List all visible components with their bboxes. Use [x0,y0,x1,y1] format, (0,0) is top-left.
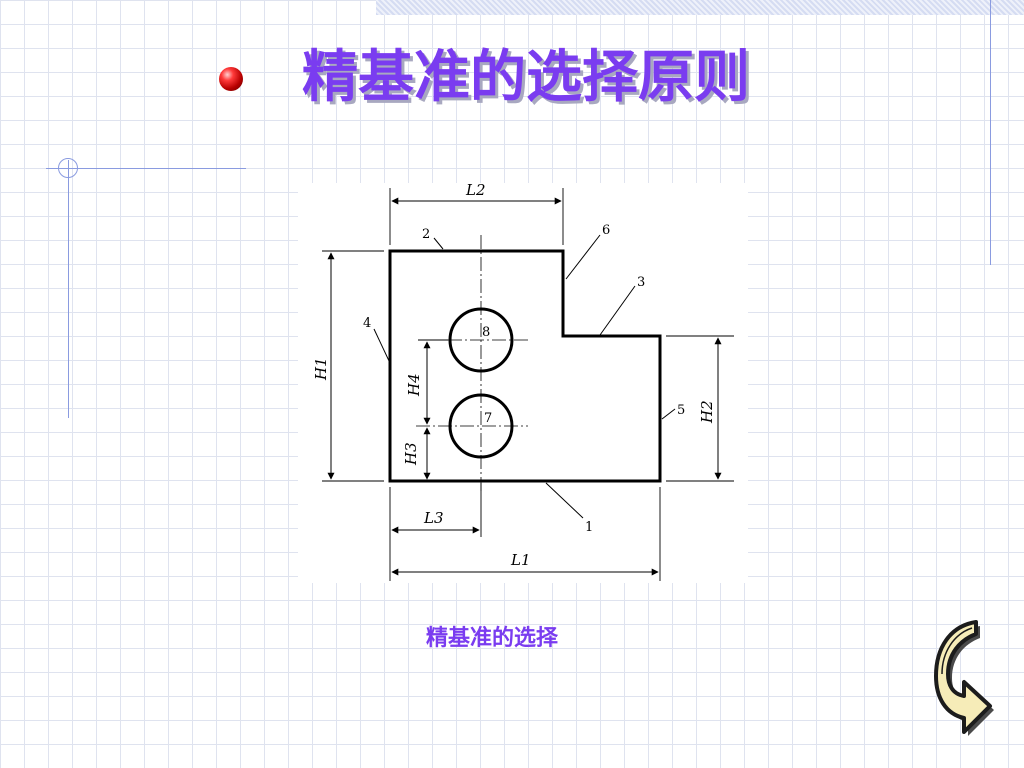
leader-line-3 [599,285,636,336]
engineering-drawing: L2 L3 L1 H1 H2 H4 H3 1 2 3 4 5 6 7 8 [298,183,748,583]
part-number-7: 7 [484,411,492,426]
top-decorative-band [376,0,1024,15]
dimension-label-H3: H3 [402,442,420,466]
dimension-label-L3: L3 [423,509,444,527]
part-number-2: 2 [422,227,430,242]
decorative-circle [58,158,78,178]
part-number-3: 3 [637,275,645,290]
hole-8 [448,307,514,373]
back-navigation-button[interactable] [928,614,996,738]
part-number-6: 6 [602,223,610,238]
leader-line-6 [565,234,601,280]
leader-line-5 [661,408,676,420]
dimension-label-L2: L2 [465,183,486,199]
part-outline [388,249,662,483]
curved-back-arrow-icon [934,620,994,736]
leader-line-2 [433,237,444,250]
dimension-label-L1: L1 [510,551,531,569]
right-decorative-rule [990,0,991,265]
dimension-label-H4: H4 [405,373,423,397]
part-number-4: 4 [363,316,371,331]
decorative-horizontal-line [46,168,246,169]
hole-7 [448,393,514,459]
red-ball-bullet-icon [219,67,243,91]
dimension-label-H1: H1 [312,357,330,381]
part-number-5: 5 [677,403,685,418]
part-number-1: 1 [585,520,593,535]
part-number-8: 8 [482,325,490,340]
figure-caption: 精基准的选择 [426,626,559,651]
leader-line-4 [373,328,391,364]
leader-line-1 [545,482,584,519]
decorative-vertical-line [68,160,69,418]
dimension-label-H2: H2 [698,400,716,424]
slide-title: 精基准的选择原则 [302,45,750,110]
